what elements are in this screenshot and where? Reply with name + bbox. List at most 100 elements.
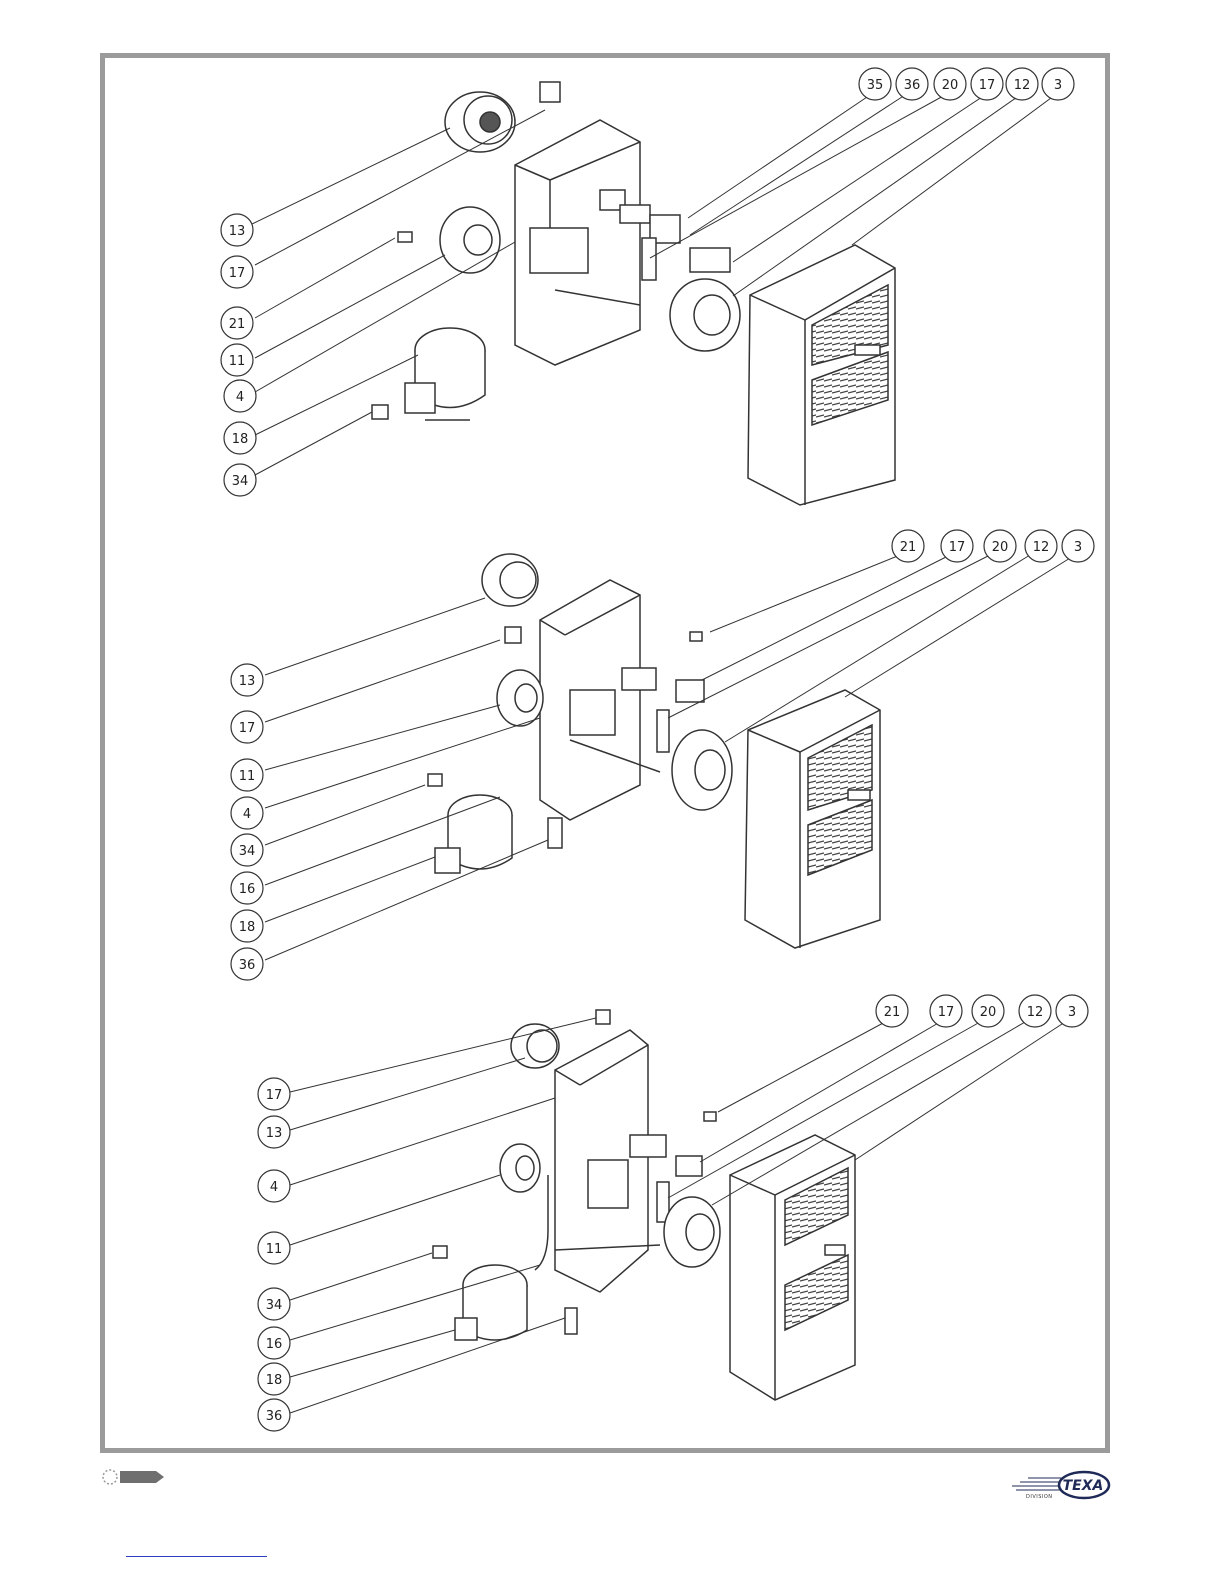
callout-number: 11	[229, 354, 246, 369]
callout-exploded-view-2-top-2: 20	[984, 530, 1016, 562]
callout-number: 18	[239, 920, 256, 935]
chassis-frame-2	[540, 580, 660, 820]
callout-number: 17	[949, 540, 966, 555]
callout-exploded-view-2-left-2: 11	[231, 759, 263, 791]
callout-number: 13	[239, 674, 256, 689]
callout-number: 11	[239, 769, 256, 784]
leader-lines-1	[250, 95, 1055, 475]
callout-exploded-view-2-top-1: 17	[941, 530, 973, 562]
callout-number: 4	[243, 807, 251, 822]
callout-number: 13	[229, 224, 246, 239]
capacitor-2	[548, 818, 562, 848]
small-clip-2	[690, 632, 702, 641]
callout-exploded-view-2-left-4: 34	[231, 834, 263, 866]
page-arrow-icon	[100, 1466, 170, 1488]
callout-number: 35	[867, 78, 884, 93]
callout-exploded-view-3-left-1: 13	[258, 1116, 290, 1148]
callout-exploded-view-2-top-0: 21	[892, 530, 924, 562]
callout-exploded-view-2-top-3: 12	[1025, 530, 1057, 562]
clamp-1	[372, 405, 388, 419]
pipe-3	[535, 1175, 548, 1270]
callout-number: 20	[980, 1005, 997, 1020]
controller-1	[690, 248, 730, 272]
callout-number: 17	[938, 1005, 955, 1020]
cabinet-housing-3	[730, 1135, 855, 1400]
callout-number: 13	[266, 1126, 283, 1141]
callout-exploded-view-1-top-5: 3	[1042, 68, 1074, 100]
callout-number: 11	[266, 1242, 283, 1257]
callout-exploded-view-1-left-2: 21	[221, 307, 253, 339]
controller-2	[676, 680, 704, 702]
callout-number: 12	[1027, 1005, 1044, 1020]
callout-exploded-view-1-top-1: 36	[896, 68, 928, 100]
callout-exploded-view-1-left-1: 17	[221, 256, 253, 288]
callout-exploded-view-2-top-4: 3	[1062, 530, 1094, 562]
relay-3	[596, 1010, 610, 1024]
callout-number: 17	[239, 721, 256, 736]
callout-number: 3	[1054, 78, 1062, 93]
compressor-1	[405, 328, 485, 420]
capacitor-4	[565, 1308, 577, 1334]
view-1-parts	[372, 82, 895, 505]
axial-fan-3	[511, 1024, 559, 1068]
callout-exploded-view-1-left-4: 4	[224, 380, 256, 412]
cabinet-housing-1	[748, 245, 895, 505]
relay-1	[540, 82, 560, 102]
capacitor-3	[657, 710, 669, 752]
compressor-3	[455, 1265, 527, 1340]
callout-exploded-view-1-left-3: 11	[221, 344, 253, 376]
callout-exploded-view-3-left-5: 16	[258, 1327, 290, 1359]
callout-exploded-view-1-top-0: 35	[859, 68, 891, 100]
callout-exploded-view-2-left-3: 4	[231, 797, 263, 829]
brand-division: DIVISION	[1026, 1494, 1053, 1500]
callout-number: 21	[229, 317, 246, 332]
callout-exploded-view-3-left-4: 34	[258, 1288, 290, 1320]
callout-number: 20	[942, 78, 959, 93]
chassis-frame-1	[515, 120, 650, 365]
axial-fan-2	[482, 554, 538, 606]
callout-exploded-view-1-top-3: 17	[971, 68, 1003, 100]
callout-number: 18	[266, 1373, 283, 1388]
callout-exploded-view-2-left-0: 13	[231, 664, 263, 696]
clamp-2	[428, 774, 442, 786]
relay-2	[505, 627, 521, 643]
callout-number: 36	[266, 1409, 283, 1424]
callout-number: 16	[266, 1337, 283, 1352]
callout-number: 4	[270, 1180, 278, 1195]
callout-exploded-view-3-top-1: 17	[930, 995, 962, 1027]
callout-number: 34	[239, 844, 256, 859]
callout-number: 16	[239, 882, 256, 897]
cabinet-housing-2	[745, 690, 880, 948]
callout-exploded-view-3-top-0: 21	[876, 995, 908, 1027]
callout-exploded-view-1-left-6: 34	[224, 464, 256, 496]
footer-link-underline[interactable]	[126, 1556, 267, 1557]
callout-exploded-view-3-left-3: 11	[258, 1232, 290, 1264]
callout-exploded-view-2-left-6: 18	[231, 910, 263, 942]
small-clip-3	[704, 1112, 716, 1121]
callout-number: 3	[1074, 540, 1082, 555]
callout-number: 4	[236, 390, 244, 405]
callout-number: 36	[239, 958, 256, 973]
view-2-parts	[428, 554, 880, 948]
callout-number: 20	[992, 540, 1009, 555]
axial-fan-1	[445, 92, 515, 152]
leader-lines-2	[265, 555, 1075, 960]
callout-exploded-view-1-left-5: 18	[224, 422, 256, 454]
callout-number: 12	[1014, 78, 1031, 93]
callout-exploded-view-1-left-0: 13	[221, 214, 253, 246]
callout-number: 17	[979, 78, 996, 93]
callout-exploded-view-3-top-2: 20	[972, 995, 1004, 1027]
brand-name: TEXA	[1060, 1478, 1106, 1494]
callout-exploded-view-2-left-5: 16	[231, 872, 263, 904]
callout-exploded-view-1-top-4: 12	[1006, 68, 1038, 100]
callout-exploded-view-3-left-0: 17	[258, 1078, 290, 1110]
capacitor-1	[642, 238, 656, 280]
callout-number: 36	[904, 78, 921, 93]
callout-exploded-view-3-top-4: 3	[1056, 995, 1088, 1027]
small-clip-1	[398, 232, 412, 242]
controller-3	[676, 1156, 702, 1176]
callout-exploded-view-2-left-7: 36	[231, 948, 263, 980]
callout-number: 21	[900, 540, 917, 555]
callout-exploded-view-3-left-2: 4	[258, 1170, 290, 1202]
